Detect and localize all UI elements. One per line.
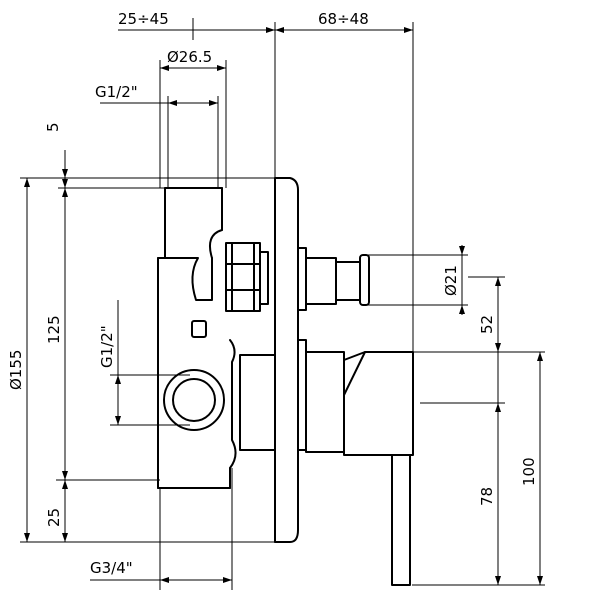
overall-diameter-label: Ø155 [7,350,25,390]
dimension-arrows [24,27,543,585]
dim-52-label: 52 [478,315,496,334]
bottom-thread-label: G3/4" [90,559,133,577]
gap-top-label: 5 [44,122,62,132]
height-125-label: 125 [45,315,63,344]
spindle-diameter-label: Ø21 [442,265,460,296]
dim-78-label: 78 [478,487,496,506]
side-thread-label: G1/2" [98,325,116,368]
top-left-range-label: 25÷45 [118,10,169,28]
top-right-range-label: 68÷48 [318,10,369,28]
dimension-labels: 25÷45 68÷48 Ø26.5 G1/2" 5 Ø155 125 G1/2"… [7,10,538,577]
dimension-lines [20,18,545,590]
top-thread-label: G1/2" [95,83,138,101]
dim-100-label: 100 [520,457,538,486]
bottom-25-label: 25 [45,508,63,527]
valve-body [157,177,414,586]
inner-diameter-label: Ø26.5 [167,48,212,66]
